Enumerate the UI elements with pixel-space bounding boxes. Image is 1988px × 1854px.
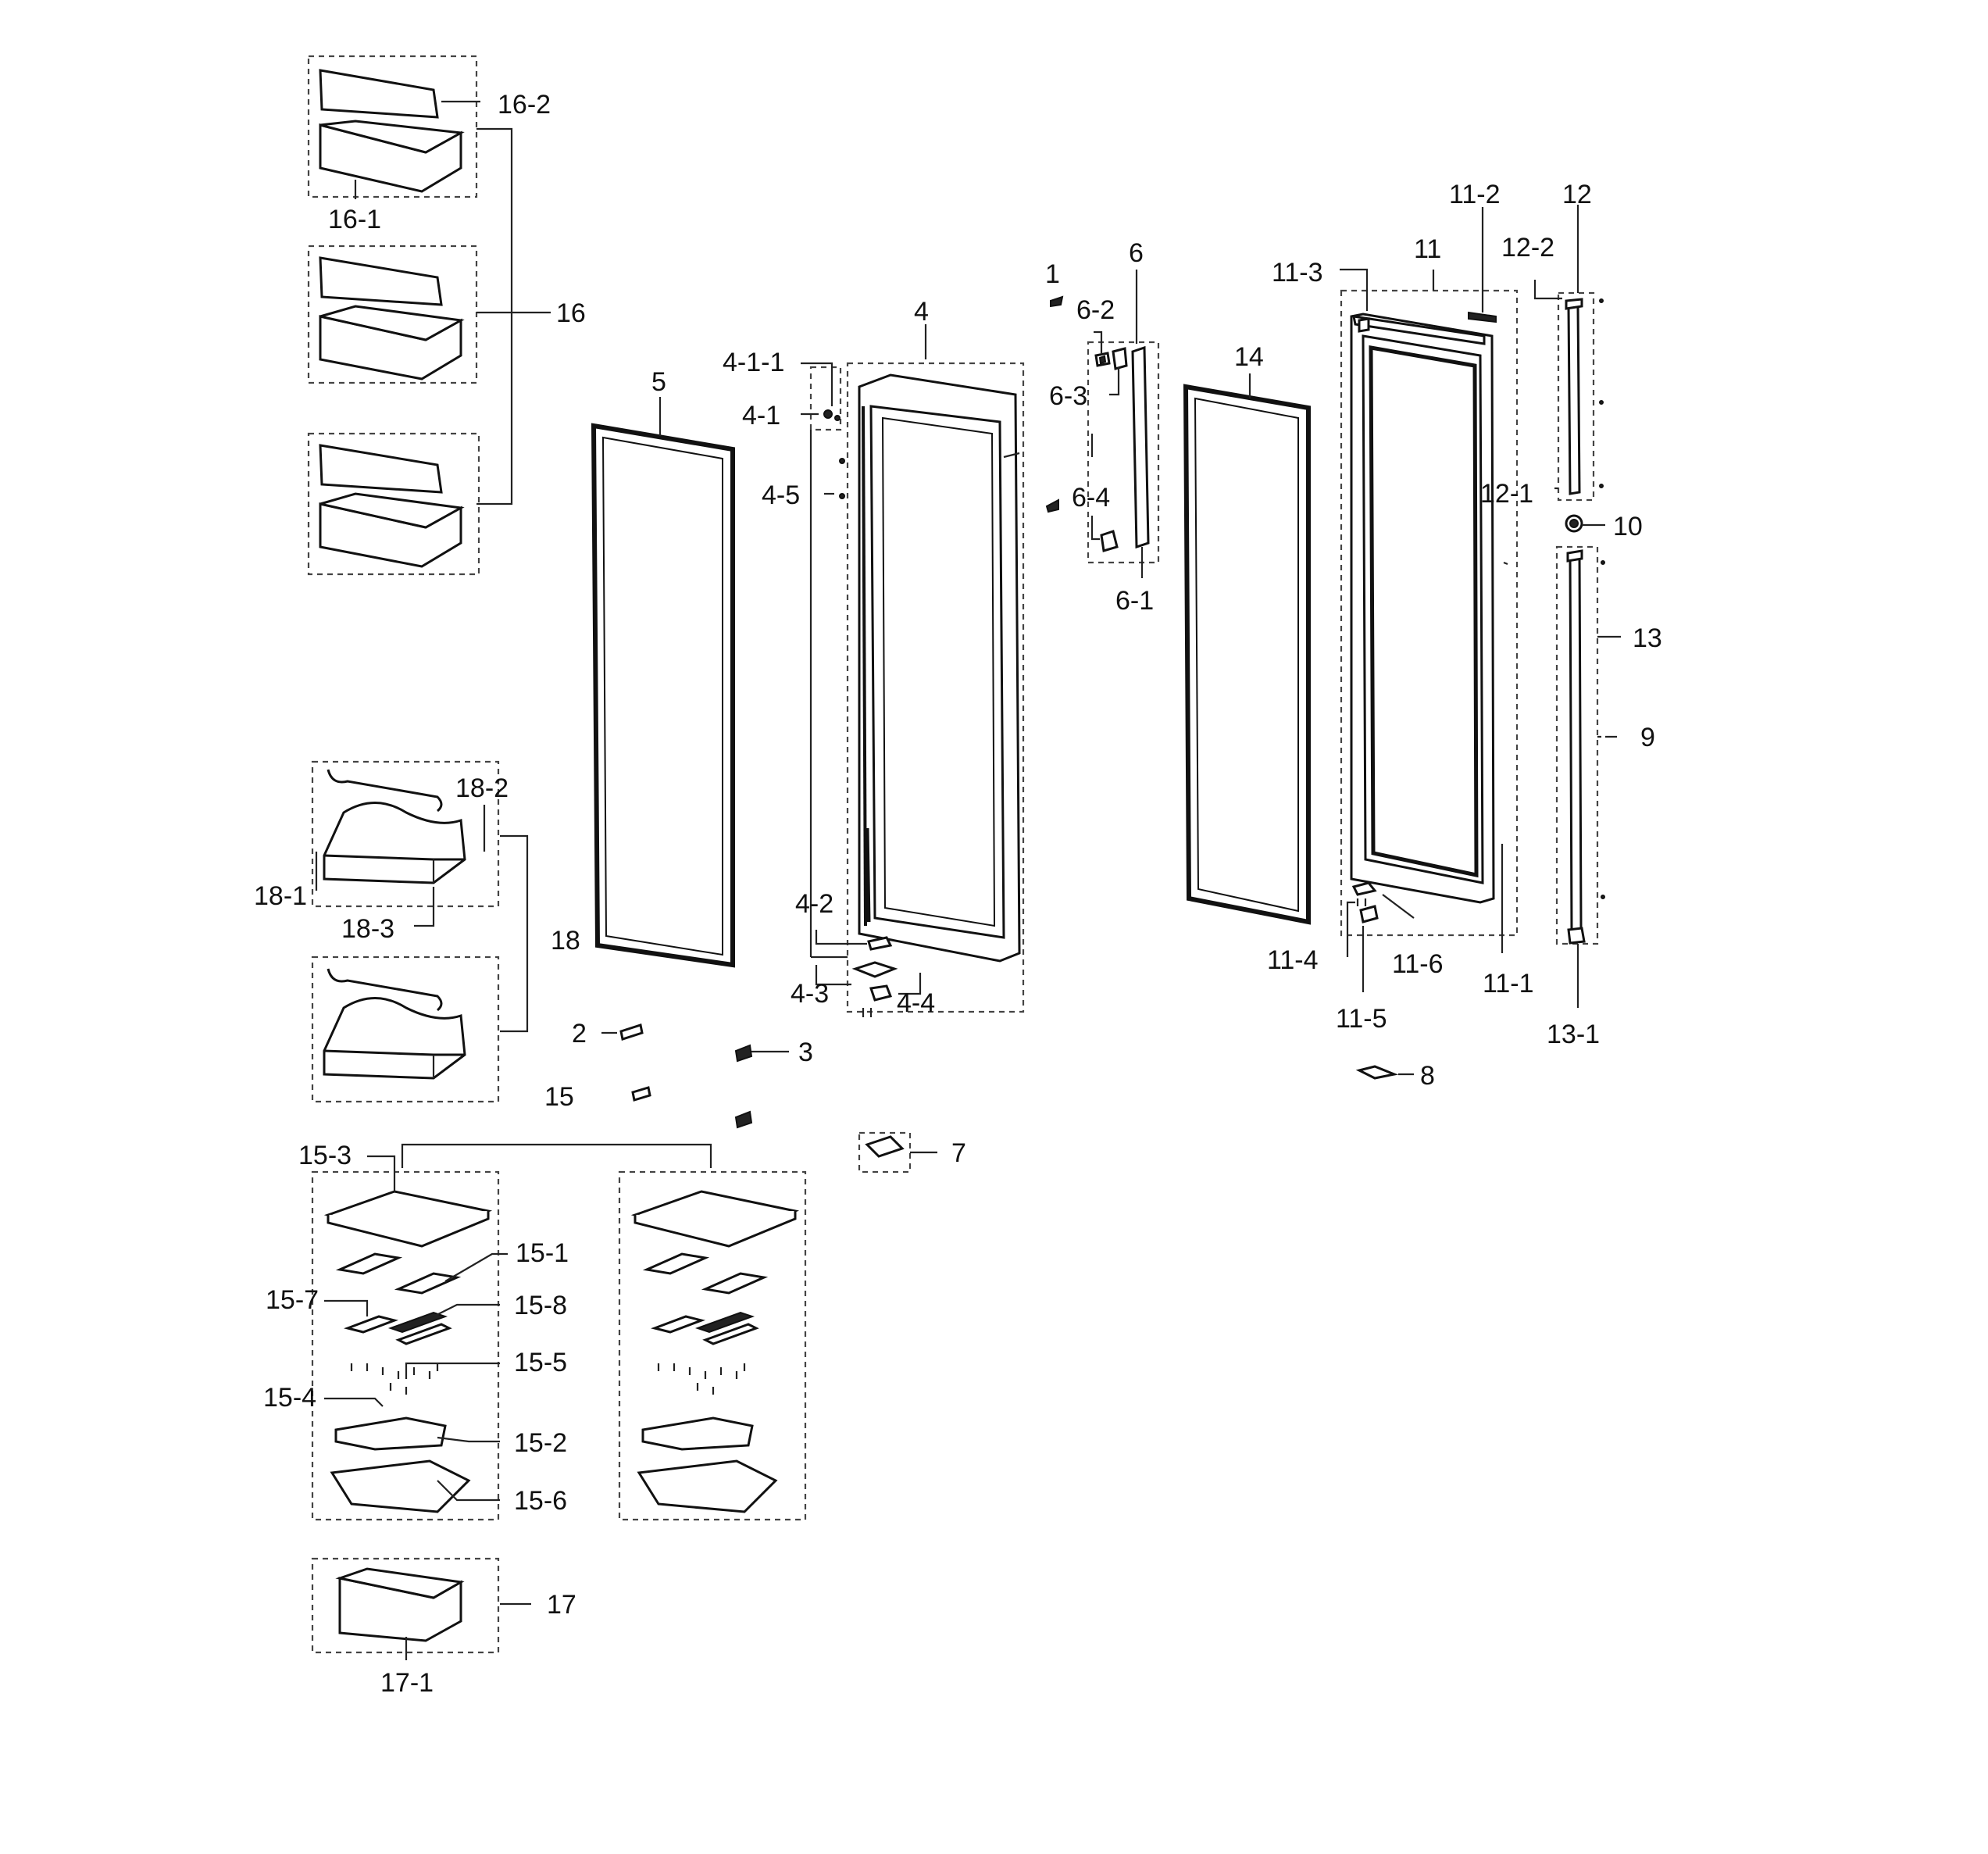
callout-10: 10 bbox=[1613, 512, 1643, 541]
callout-4-3: 4-3 bbox=[791, 979, 829, 1009]
inner-door-assembly-4: 4 4-1-1 4-1 4-5 4-2 4-3 4-4 bbox=[723, 297, 1025, 1018]
callout-11-4: 11-4 bbox=[1267, 945, 1319, 975]
callout-4-5: 4-5 bbox=[762, 480, 800, 510]
callout-4: 4 bbox=[914, 297, 929, 327]
callout-6-2: 6-2 bbox=[1076, 295, 1115, 325]
callout-15-2: 15-2 bbox=[514, 1428, 567, 1458]
door-bin-group-16: 16-2 16 16-1 bbox=[307, 55, 586, 576]
callout-14: 14 bbox=[1234, 342, 1264, 372]
callout-6: 6 bbox=[1129, 238, 1144, 268]
callout-12-1: 12-1 bbox=[1480, 479, 1533, 509]
callout-16: 16 bbox=[556, 298, 586, 328]
callout-15-4: 15-4 bbox=[263, 1383, 316, 1413]
callout-11-3: 11-3 bbox=[1272, 258, 1323, 288]
callout-5: 5 bbox=[651, 367, 666, 397]
callout-13: 13 bbox=[1633, 623, 1662, 653]
door-guard-group-18: 18-2 18 18-1 18-3 bbox=[254, 760, 580, 1103]
callout-3: 3 bbox=[798, 1038, 813, 1067]
callout-11-5: 11-5 bbox=[1336, 1004, 1387, 1034]
screw-1: 1 bbox=[1045, 259, 1064, 513]
callout-15-8: 15-8 bbox=[514, 1291, 567, 1320]
callout-8: 8 bbox=[1420, 1061, 1435, 1091]
callout-6-3: 6-3 bbox=[1049, 381, 1087, 411]
callout-4-1-1: 4-1-1 bbox=[723, 348, 784, 377]
callout-13-1: 13-1 bbox=[1547, 1020, 1600, 1049]
callout-18: 18 bbox=[551, 926, 580, 956]
callout-6-4: 6-4 bbox=[1072, 483, 1110, 513]
callout-11: 11 bbox=[1414, 234, 1441, 264]
door-gasket-5: 5 bbox=[591, 367, 735, 968]
callout-4-1: 4-1 bbox=[742, 401, 780, 430]
callout-7: 7 bbox=[951, 1138, 966, 1168]
door-gasket-14: 14 bbox=[1183, 342, 1311, 925]
callout-15-5: 15-5 bbox=[514, 1348, 567, 1377]
callout-18-1: 18-1 bbox=[254, 881, 307, 911]
callout-17: 17 bbox=[547, 1590, 576, 1620]
callout-15-6: 15-6 bbox=[514, 1486, 567, 1516]
part-8: 8 bbox=[1355, 1061, 1435, 1091]
callout-12: 12 bbox=[1562, 180, 1592, 209]
callout-15-7: 15-7 bbox=[266, 1285, 319, 1315]
bottom-bin-group-17: 17 17-1 bbox=[311, 1557, 576, 1698]
callout-11-2: 11-2 bbox=[1449, 180, 1501, 209]
outer-door-assembly-11: 11 11-2 11-3 11-4 11-6 11-1 11-5 bbox=[1267, 180, 1534, 1034]
callout-11-1: 11-1 bbox=[1483, 969, 1534, 998]
callout-18-3: 18-3 bbox=[341, 914, 394, 944]
callout-18-2: 18-2 bbox=[455, 773, 509, 803]
callout-17-1: 17-1 bbox=[380, 1668, 434, 1698]
callout-1: 1 bbox=[1045, 259, 1060, 289]
callout-15: 15 bbox=[544, 1082, 574, 1112]
shelf-assembly-group-15: 15 15-3 15-1 15-7 15-8 15-5 15-4 15-2 15… bbox=[263, 1082, 807, 1521]
callout-4-4: 4-4 bbox=[897, 988, 935, 1018]
door-handle-group-6: 6 6-2 6-3 6-4 6-1 bbox=[1049, 238, 1160, 616]
callout-15-3: 15-3 bbox=[298, 1141, 352, 1170]
callout-11-6: 11-6 bbox=[1392, 949, 1444, 979]
callout-16-1: 16-1 bbox=[328, 205, 381, 234]
callout-15-1: 15-1 bbox=[516, 1238, 569, 1268]
door-trim-group-12-13: 12 12-2 12-1 10 13 9 13-1 bbox=[1480, 180, 1662, 1049]
callout-4-2: 4-2 bbox=[795, 889, 833, 919]
callout-12-2: 12-2 bbox=[1501, 233, 1554, 263]
small-parts-2-3: 2 3 bbox=[572, 1019, 813, 1129]
callout-16-2: 16-2 bbox=[498, 90, 551, 120]
callout-9: 9 bbox=[1640, 723, 1655, 752]
hinge-part-7: 7 bbox=[858, 1131, 966, 1173]
callout-2: 2 bbox=[572, 1019, 587, 1048]
callout-6-1: 6-1 bbox=[1115, 586, 1154, 616]
